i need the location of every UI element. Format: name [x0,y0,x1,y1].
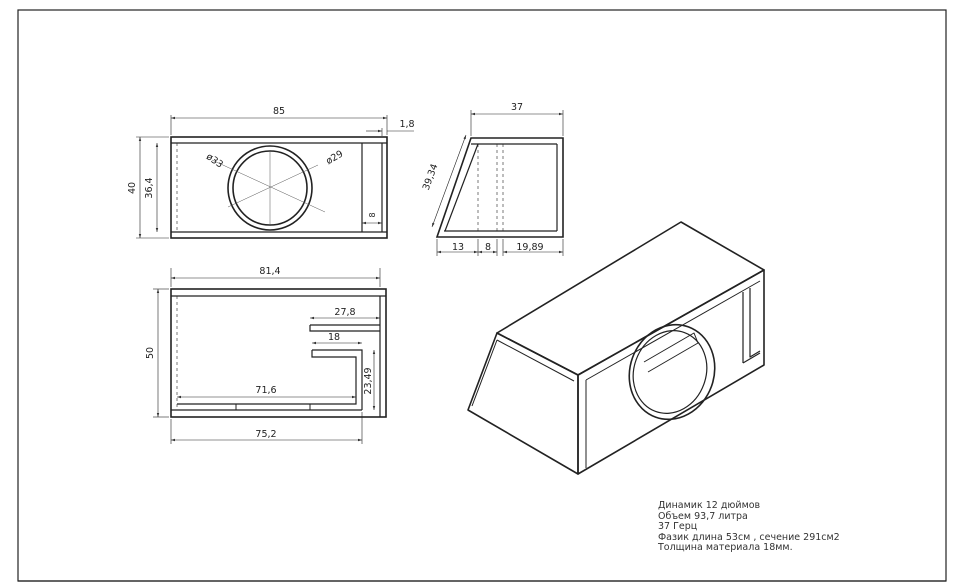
port-wall-2-label: 18 [328,332,340,343]
speaker-outer-dia-label: ø33 [204,151,225,170]
speaker-outer-ring [227,145,313,231]
notes-block: Динамик 12 дюймов Объем 93,7 литра 37 Ге… [658,500,840,554]
note-volume: Объем 93,7 литра [658,510,748,522]
front-width-label: 85 [273,106,285,117]
top-outer [170,288,387,418]
drawing-frame [17,9,947,582]
side-outline [435,137,564,238]
side-slant-label: 39,34 [421,162,441,191]
port-gap-label: 8 [368,212,377,217]
note-port: Фазик длина 53см , сечение 291см2 [658,531,840,543]
front-height-inner-label: 36,4 [144,177,155,198]
speaker-inner-dia-label: ø29 [324,149,345,167]
front-wall-label: 1,8 [399,119,414,130]
isometric-view [467,221,765,475]
note-speaker: Динамик 12 дюймов [658,500,761,511]
port-wall-1-label: 27,8 [334,307,355,318]
inner-length-label: 71,6 [255,385,276,396]
side-bottom-seg-3: 19,89 [516,242,543,253]
front-view [136,115,414,239]
port-depth-label: 23,49 [363,367,374,394]
side-bottom-seg-2: 8 [485,242,491,253]
side-depth-label: 37 [511,102,523,113]
front-height-outer-label: 40 [127,182,138,194]
top-view [153,268,387,444]
note-material: Толщина материала 18мм. [658,542,793,553]
side-view [431,110,564,256]
front-outer [170,136,388,239]
bottom-length-label: 75,2 [255,429,276,440]
note-tuning: 37 Герц [658,521,698,532]
top-depth-label: 50 [145,347,156,359]
top-width-label: 81,4 [259,266,280,277]
side-bottom-seg-1: 13 [452,242,464,253]
